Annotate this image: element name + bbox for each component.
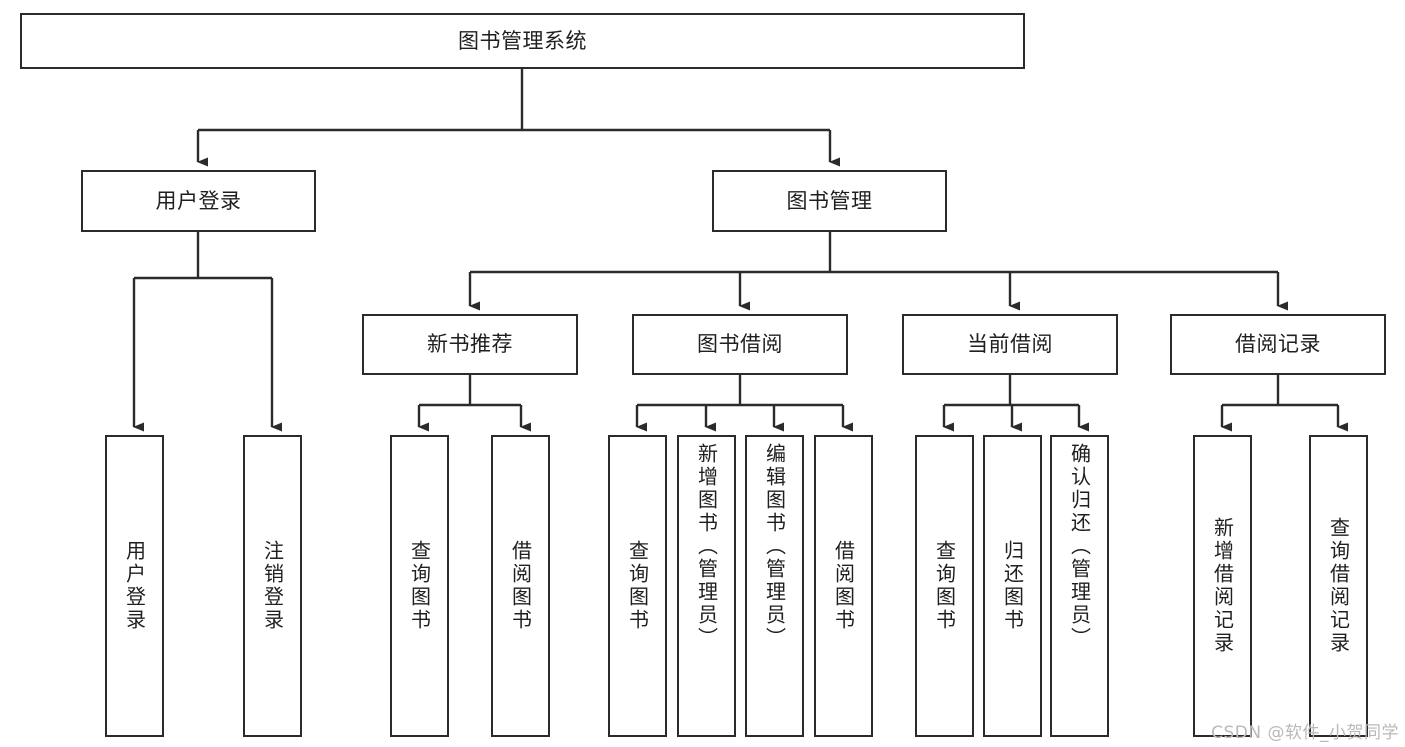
node-leaf-add-record[interactable]: 新增借阅记录 — [1193, 435, 1252, 737]
node-label: 查询图书 — [407, 540, 432, 632]
node-label: 查询图书 — [625, 540, 650, 632]
node-label: 图书借阅 — [697, 332, 783, 357]
node-leaf-add-book[interactable]: 新增图书（管理员） — [677, 435, 736, 737]
node-label: 查询图书 — [932, 540, 957, 632]
node-label: 归还图书 — [1000, 540, 1025, 632]
node-leaf-query-book-3[interactable]: 查询图书 — [915, 435, 974, 737]
node-leaf-query-record[interactable]: 查询借阅记录 — [1309, 435, 1368, 737]
node-label: 查询借阅记录 — [1326, 517, 1351, 655]
node-book-borrow[interactable]: 图书借阅 — [632, 314, 848, 375]
node-leaf-query-book-1[interactable]: 查询图书 — [390, 435, 449, 737]
node-label: 编辑图书（管理员） — [762, 443, 787, 650]
node-label: 新增借阅记录 — [1210, 517, 1235, 655]
node-book-manage[interactable]: 图书管理 — [712, 170, 947, 232]
node-current-borrow[interactable]: 当前借阅 — [902, 314, 1118, 375]
node-label: 用户登录 — [122, 540, 147, 632]
node-leaf-return-book[interactable]: 归还图书 — [983, 435, 1042, 737]
node-leaf-user-login[interactable]: 用户登录 — [105, 435, 164, 737]
node-label: 注销登录 — [260, 540, 285, 632]
node-leaf-logout-login[interactable]: 注销登录 — [243, 435, 302, 737]
node-leaf-borrow-book-1[interactable]: 借阅图书 — [491, 435, 550, 737]
node-label: 用户登录 — [155, 188, 242, 213]
watermark: CSDN @软件_小贺同学 — [1211, 723, 1399, 743]
node-root-system[interactable]: 图书管理系统 — [20, 13, 1025, 69]
node-new-book-recommend[interactable]: 新书推荐 — [362, 314, 578, 375]
node-label: 确认归还（管理员） — [1067, 443, 1092, 650]
node-label: 新书推荐 — [427, 332, 513, 357]
node-leaf-borrow-book-2[interactable]: 借阅图书 — [814, 435, 873, 737]
node-borrow-record[interactable]: 借阅记录 — [1170, 314, 1386, 375]
node-label: 借阅图书 — [508, 540, 533, 632]
node-leaf-query-book-2[interactable]: 查询图书 — [608, 435, 667, 737]
node-label: 图书管理 — [786, 188, 873, 213]
node-label: 借阅图书 — [831, 540, 856, 632]
node-label: 借阅记录 — [1235, 332, 1321, 357]
node-leaf-confirm-return[interactable]: 确认归还（管理员） — [1050, 435, 1109, 737]
node-label: 图书管理系统 — [458, 28, 587, 53]
node-user-login[interactable]: 用户登录 — [81, 170, 316, 232]
node-leaf-edit-book[interactable]: 编辑图书（管理员） — [745, 435, 804, 737]
node-label: 新增图书（管理员） — [694, 443, 719, 650]
node-label: 当前借阅 — [967, 332, 1053, 357]
